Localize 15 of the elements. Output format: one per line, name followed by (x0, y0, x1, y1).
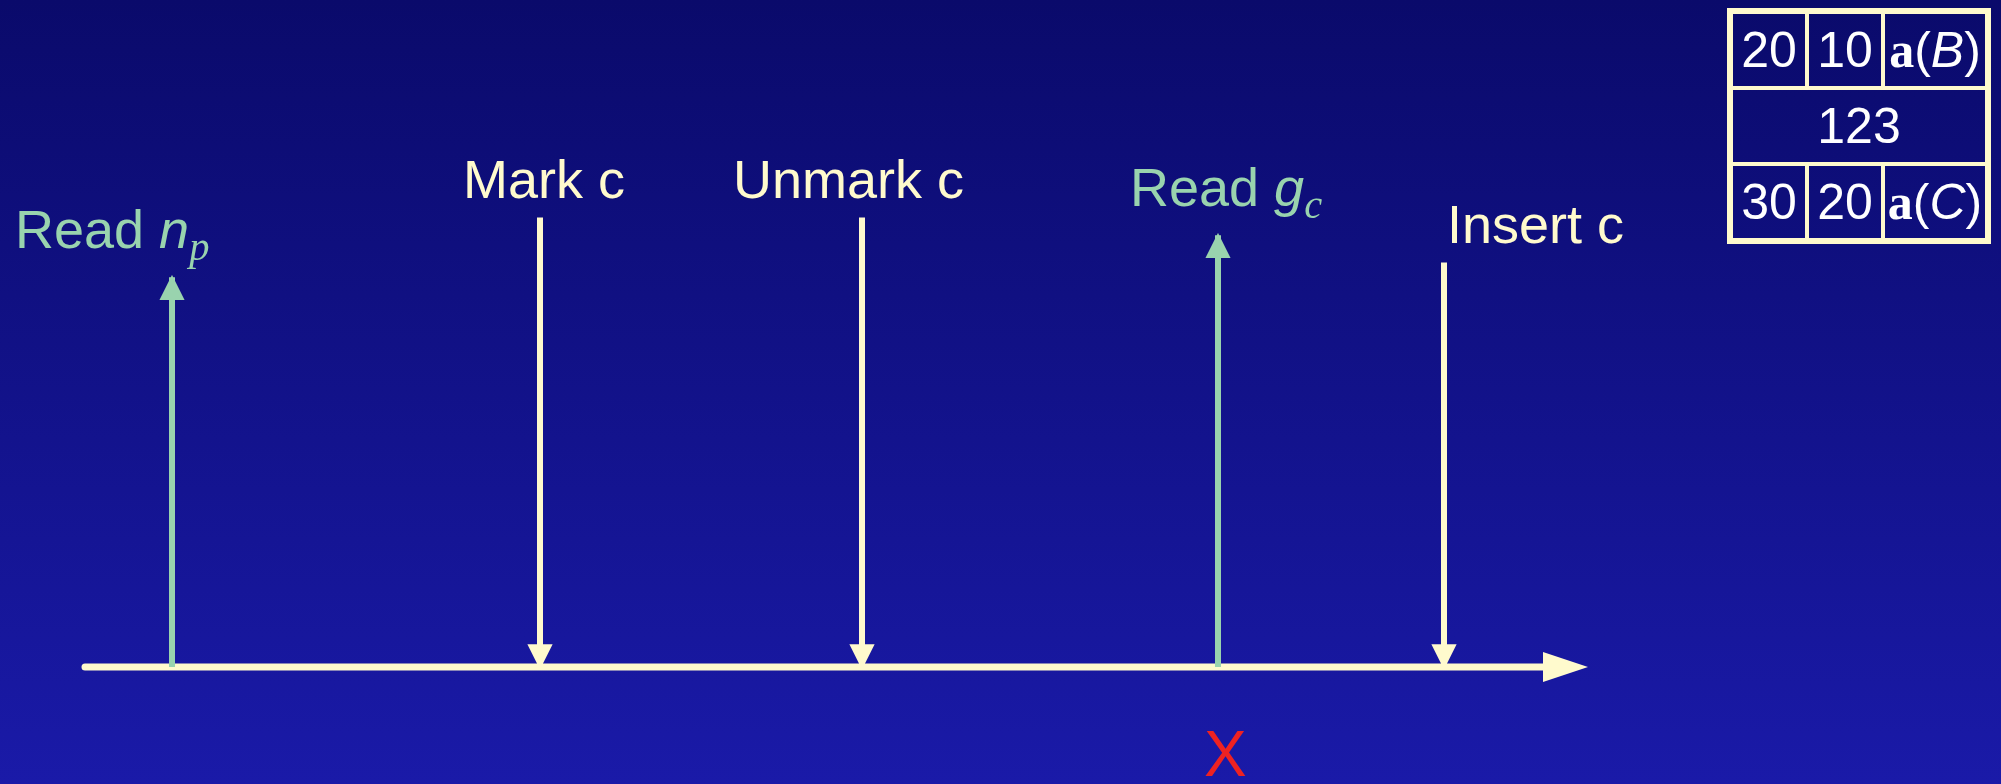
arrow (1205, 232, 1231, 667)
table-cell: 20 (1807, 164, 1883, 240)
table-cell: 30 (1731, 164, 1807, 240)
event-label: Unmark c (733, 150, 965, 210)
table-cell: a(B) (1883, 12, 1987, 88)
event-label: Insert c (1447, 195, 1625, 255)
arrow (159, 274, 185, 667)
event-label: Read g$_{c}$ (1130, 158, 1323, 228)
table-cell: 20 (1731, 12, 1807, 88)
table-cell: 10 (1807, 12, 1883, 88)
event-label: Mark c (463, 150, 625, 210)
table-cell: 123 (1731, 88, 1987, 164)
event-label: Read n$_{p}$ (15, 200, 210, 270)
mark-letter: X (1204, 722, 1247, 784)
table-cell: a(C) (1883, 164, 1987, 240)
